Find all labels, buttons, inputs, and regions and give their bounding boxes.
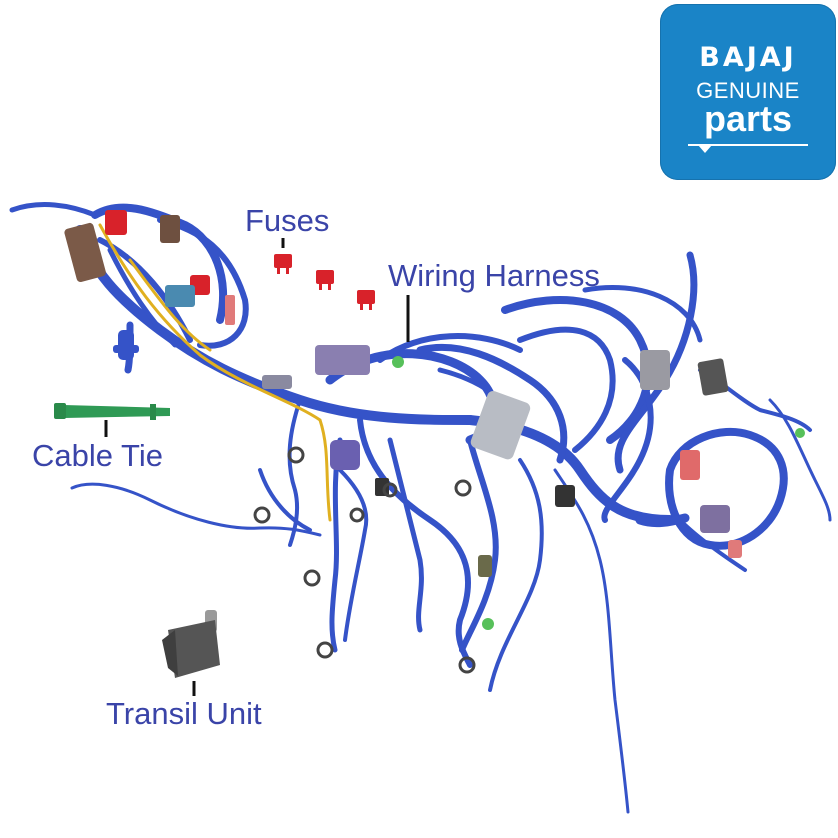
wiring-harness-label: Wiring Harness xyxy=(388,258,600,293)
fuse xyxy=(274,254,292,274)
logo-brand: BAJAJ xyxy=(699,42,797,73)
transil-unit xyxy=(162,610,220,678)
logo-line1: GENUINE xyxy=(696,78,800,103)
fuse xyxy=(316,270,334,290)
bajaj-genuine-parts-logo: BAJAJ GENUINE parts xyxy=(660,4,836,180)
fuse xyxy=(357,290,375,310)
logo-underline-icon xyxy=(688,144,808,153)
fuses-group xyxy=(274,254,375,310)
cable-tie-label: Cable Tie xyxy=(32,438,163,473)
clips xyxy=(253,446,476,674)
fuses-label: Fuses xyxy=(245,203,330,238)
logo-line2: parts xyxy=(703,98,793,139)
connectors xyxy=(64,210,805,630)
leader-lines xyxy=(104,238,410,696)
transil-unit-label: Transil Unit xyxy=(106,696,262,731)
wiring-harness-illustration xyxy=(9,202,832,814)
cable-tie xyxy=(54,403,170,420)
yellow-wire-bundle xyxy=(98,223,332,522)
